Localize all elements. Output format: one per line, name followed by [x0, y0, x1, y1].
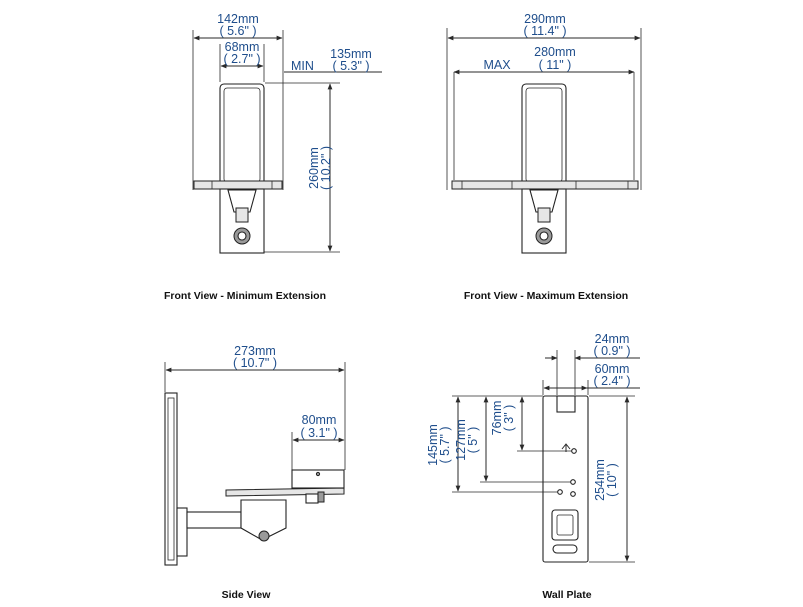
side-clamp: [305, 493, 319, 504]
side-mount-plate: [291, 469, 345, 489]
dim-254-in: ( 10" ): [605, 463, 619, 497]
dim-60-mm: 60mm: [595, 362, 630, 376]
wall-plate-view: 24mm ( 0.9" ) 60mm ( 2.4" ) 145mm ( 5.7"…: [426, 332, 640, 601]
dim-76-mm: 76mm: [490, 401, 504, 436]
dim-24-mm: 24mm: [595, 332, 630, 346]
dim-60-in: ( 2.4" ): [593, 374, 630, 388]
dim-280-in: ( 11" ): [539, 58, 572, 72]
dim-127-mm: 127mm: [454, 419, 468, 461]
dim-135-mm: 135mm: [330, 47, 372, 61]
dim-24-in: ( 0.9" ): [593, 344, 630, 358]
swivel-knuckle: [537, 207, 551, 223]
side-screw: [315, 471, 321, 477]
swivel-knuckle: [235, 207, 249, 223]
swivel-joint: [529, 189, 559, 213]
screw-hole: [571, 448, 577, 454]
wall-plate-window: [551, 509, 579, 541]
wall-plate-bottom-slot: [552, 544, 578, 554]
front-view-max: 290mm ( 11.4" ) 280mm MAX ( 11" ) Front …: [446, 12, 642, 302]
screw-hole: [557, 489, 563, 495]
wall-plate-window-inner: [556, 514, 574, 536]
locking-knob-center: [539, 231, 549, 241]
dim-260-in: ( 10.2" ): [319, 146, 333, 190]
caption-wall-plate: Wall Plate: [542, 589, 591, 601]
dim-290-in: ( 11.4" ): [523, 24, 566, 38]
wall-plate-top-slot: [556, 395, 576, 413]
side-arm-base: [176, 507, 188, 557]
dim-68-mm: 68mm: [225, 40, 260, 54]
dim-260-mm: 260mm: [307, 147, 321, 189]
extension-arms: [193, 180, 283, 190]
screw-hole: [570, 479, 576, 485]
locking-knob-center: [237, 231, 247, 241]
dim-127-in: ( 5" ): [466, 427, 480, 454]
dim-145-in: ( 5.7" ): [438, 426, 452, 463]
side-arm: [186, 511, 242, 529]
extension-arms: [451, 180, 639, 190]
mount-plate: [219, 83, 265, 187]
dim-80-mm: 80mm: [302, 413, 337, 427]
mount-plate: [521, 83, 567, 187]
side-support-tray: [225, 487, 345, 497]
min-label: MIN: [291, 59, 314, 73]
caption-front-min: Front View - Minimum Extension: [164, 290, 326, 302]
side-wall-plate-edge: [167, 397, 175, 561]
screw-hole: [570, 491, 576, 497]
side-view: 273mm ( 10.7" ) 80mm ( 3.1" ) Side View: [164, 344, 346, 601]
side-swivel-housing: [240, 499, 287, 541]
dim-80-in: ( 3.1" ): [300, 426, 337, 440]
dim-273-in: ( 10.7" ): [233, 356, 277, 370]
dim-280-mm: 280mm: [534, 45, 576, 59]
caption-side: Side View: [222, 589, 272, 601]
side-clamp-screw: [317, 491, 325, 503]
side-locking-knob: [258, 530, 270, 542]
dim-254-mm: 254mm: [593, 459, 607, 501]
caption-front-max: Front View - Maximum Extension: [464, 290, 628, 302]
dim-142-in: ( 5.6" ): [219, 24, 256, 38]
max-label: MAX: [483, 58, 511, 72]
side-wall-plate: [164, 392, 178, 566]
front-view-min: 142mm ( 5.6" ) 68mm ( 2.7" ) MIN 135mm (…: [164, 12, 382, 302]
swivel-joint: [227, 189, 257, 213]
dim-273-mm: 273mm: [234, 344, 276, 358]
dim-68-in: ( 2.7" ): [223, 52, 260, 66]
dim-76-in: ( 3" ): [502, 405, 516, 432]
dim-145-mm: 145mm: [426, 424, 440, 466]
dim-290-mm: 290mm: [524, 12, 566, 26]
dim-142-mm: 142mm: [217, 12, 259, 26]
dim-135-in: ( 5.3" ): [332, 59, 369, 73]
